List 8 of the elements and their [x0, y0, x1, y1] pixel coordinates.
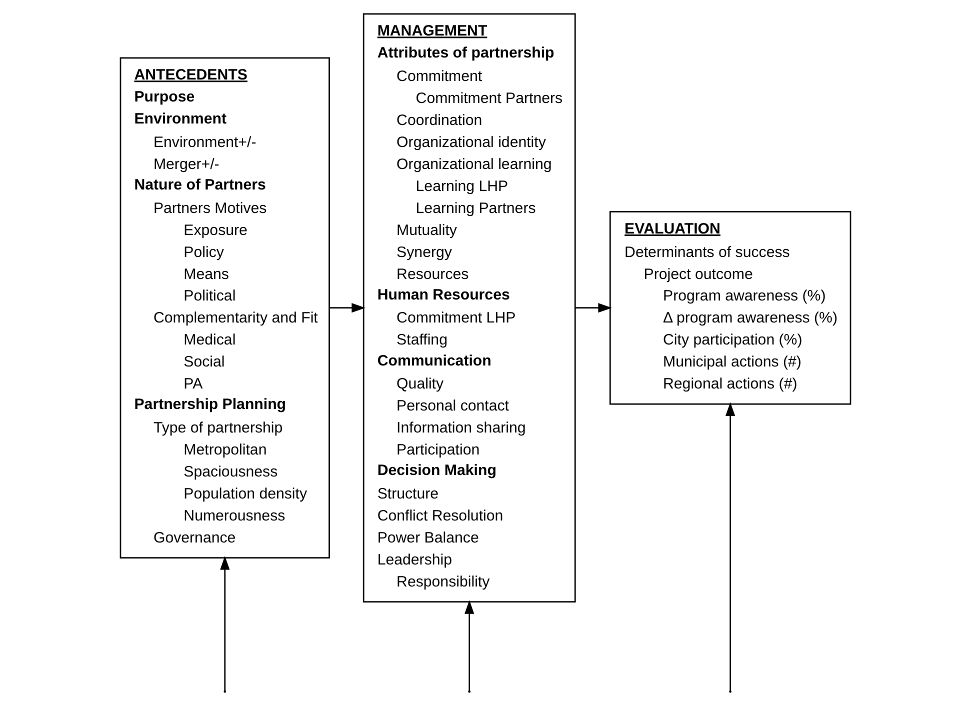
arrow — [329, 303, 366, 313]
arrow — [726, 402, 736, 691]
arrow — [464, 600, 474, 691]
node-box: MANAGEMENT Attributes of partnership Commitment Commitment Partners Coordination Organizational identity Organizational learning Learning LHP Learning Partners Mutuality Synergy Resources Human Resources Commitment LHP Staffing Communication Quality Personal contact Information sharing Participation Decision Making Structure Conflict Resolution Power Balance Leadership Responsibility — [362, 13, 576, 602]
node-box: ANTECEDENTS Purpose Environment Environment+/- Merger+/- Nature of Partners Partners Motives Exposure Policy Means Political Complementarity and Fit Medical Social PA Partnership Planning Type of partnership Metropolitan Spaciousness Population density Numerousness Governance — [120, 57, 330, 559]
node-box: EVALUATION Determinants of success Project outcome Program awareness (%) Δ program awareness (%) City participation (%) Municipal actions (#) Regional actions (#) — [609, 211, 852, 405]
arrow — [220, 556, 230, 691]
arrow — [575, 303, 612, 313]
